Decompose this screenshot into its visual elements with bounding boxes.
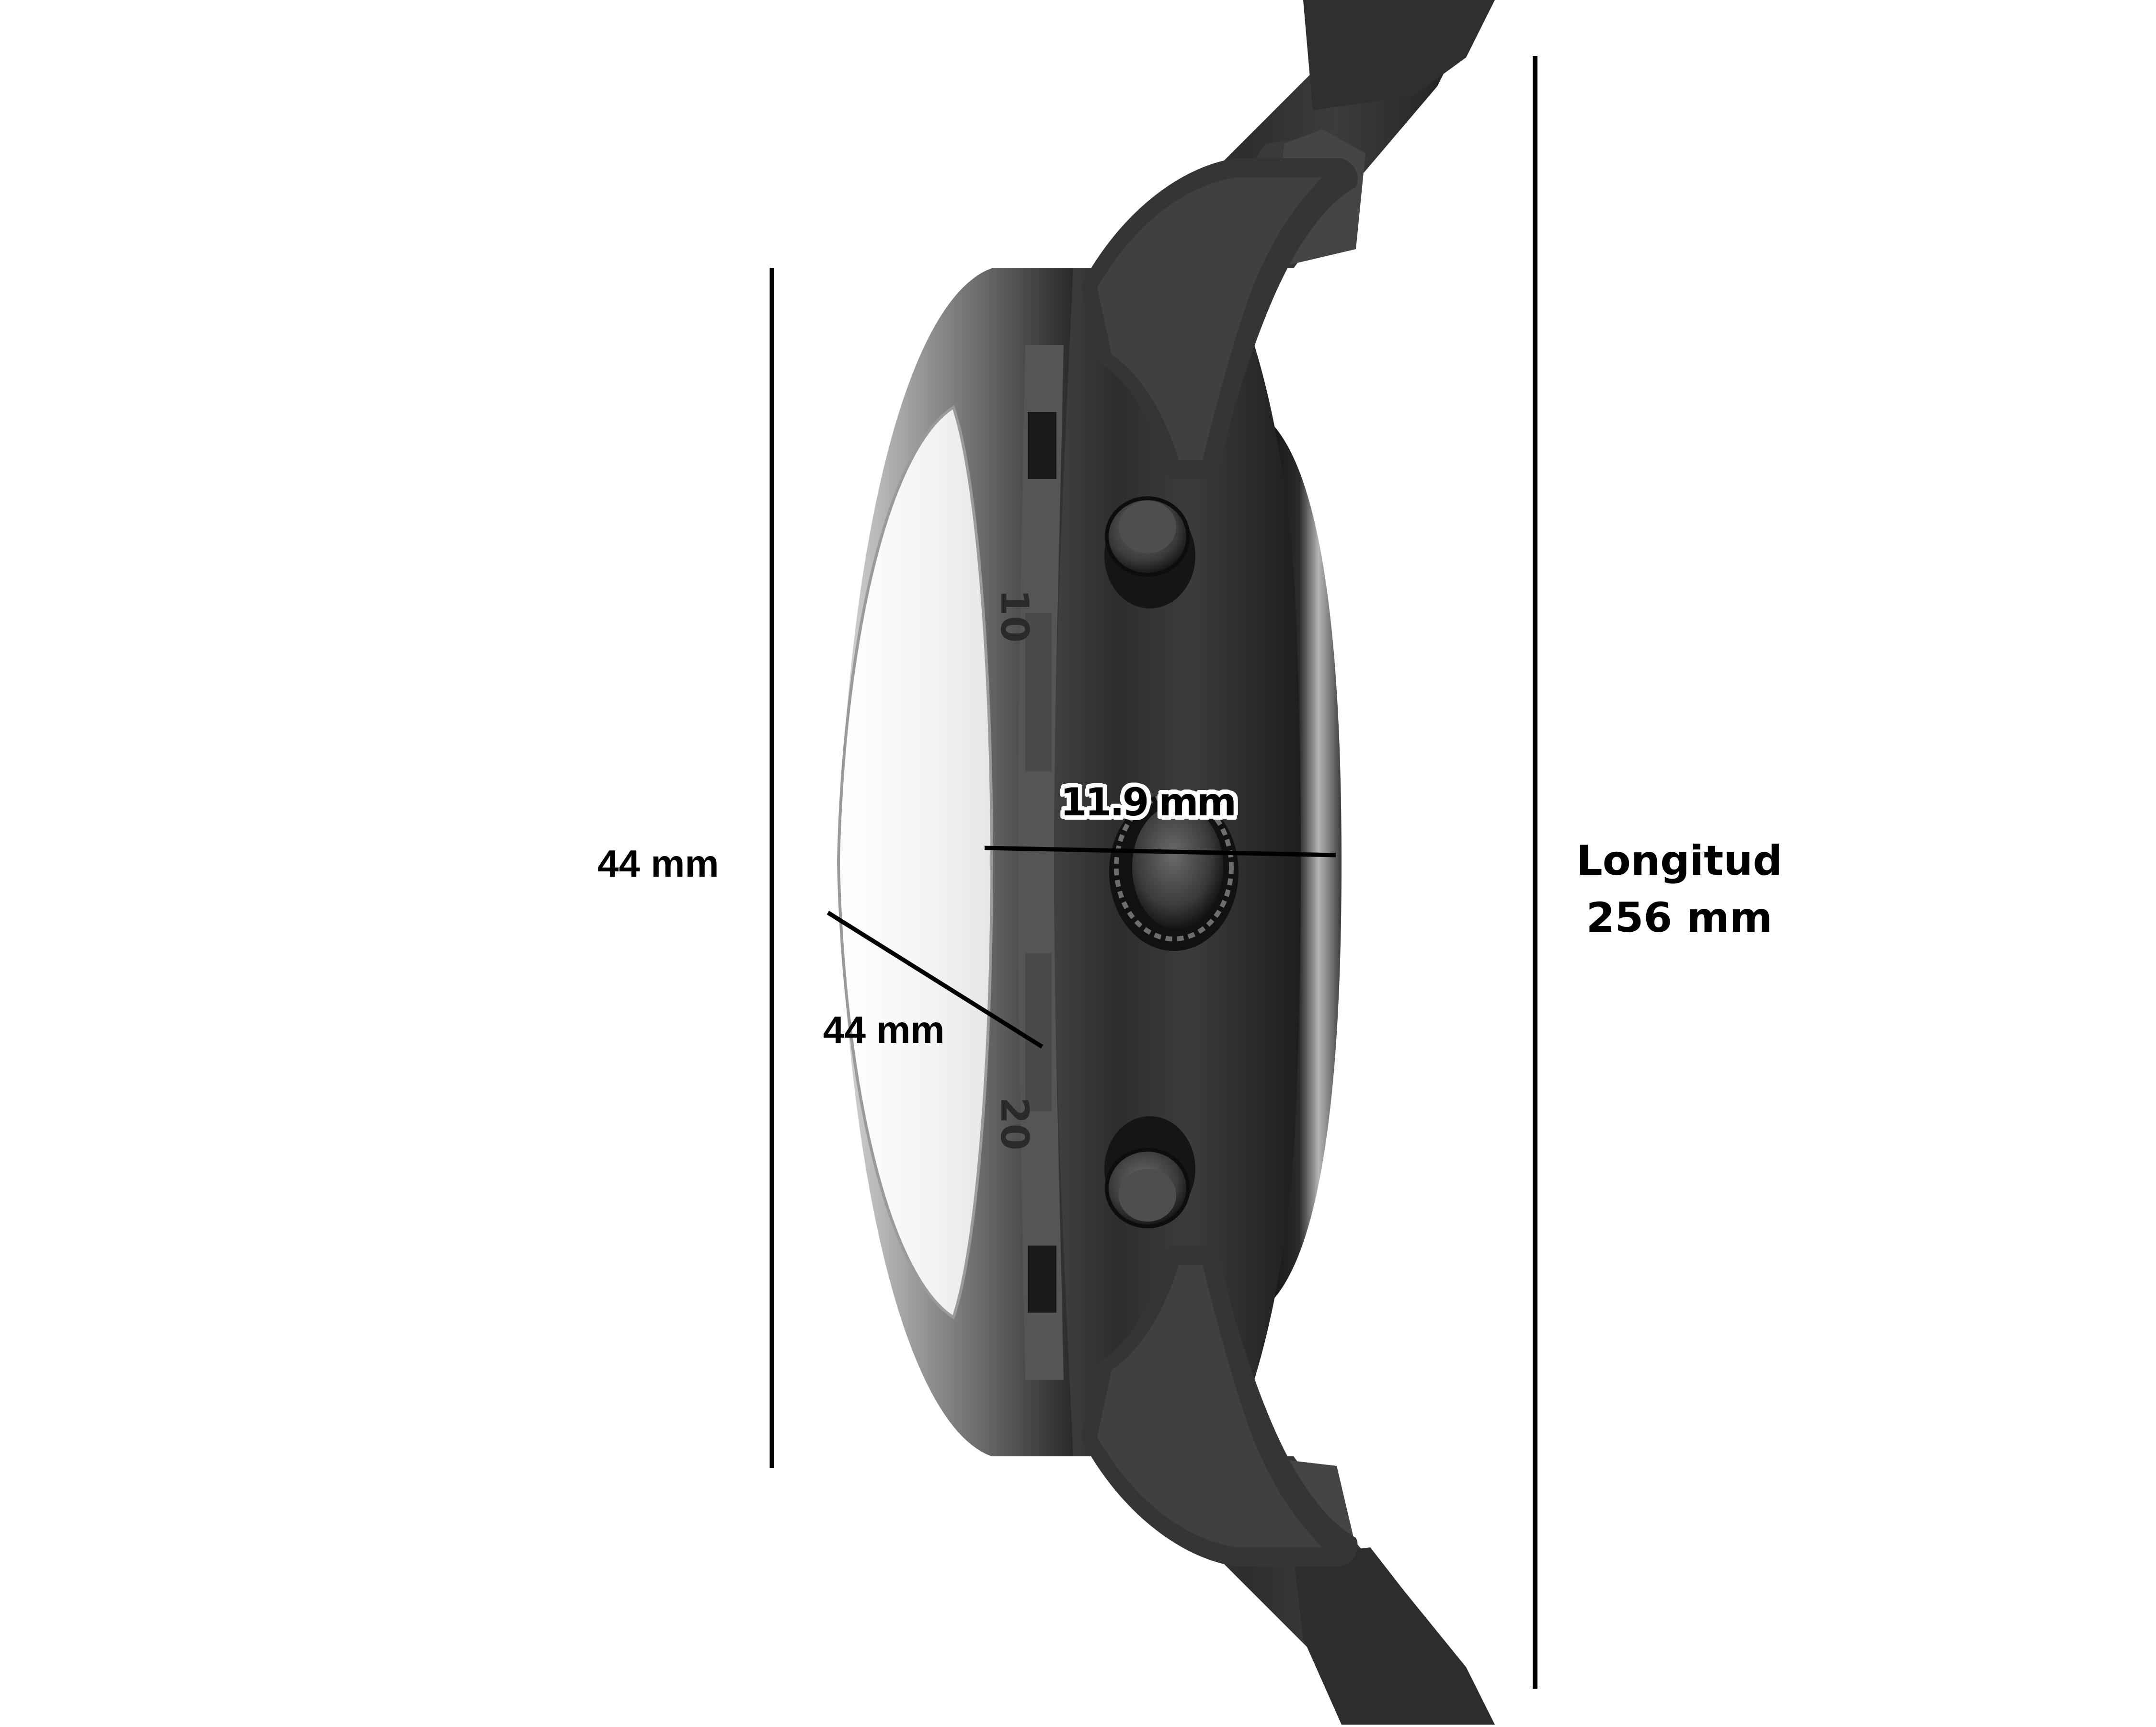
case-diameter-label: 44 mm	[823, 1008, 945, 1051]
lower-pusher	[1104, 1116, 1195, 1228]
case-thickness-label: 11.9 mm	[1060, 780, 1237, 824]
diameter-dimension-line	[826, 911, 1044, 1049]
bezel-notch	[1028, 1246, 1056, 1313]
upper-pusher	[1104, 496, 1195, 608]
thickness-dimension-line	[984, 846, 1336, 858]
svg-text:20: 20	[992, 1097, 1037, 1150]
bezel-notch	[1028, 412, 1056, 479]
strap-length-value: 256 mm	[1586, 893, 1773, 942]
crown	[1109, 793, 1239, 951]
bezel-numerals: 10 20	[992, 589, 1037, 1150]
strap-length-title: Longitud	[1576, 837, 1783, 885]
dimension-lines	[769, 56, 1537, 1689]
strap-length-label: Longitud 256 mm	[1576, 833, 1782, 946]
case-height-label: 44 mm	[597, 842, 719, 885]
crystal	[837, 405, 994, 1320]
svg-text:10: 10	[992, 589, 1037, 642]
